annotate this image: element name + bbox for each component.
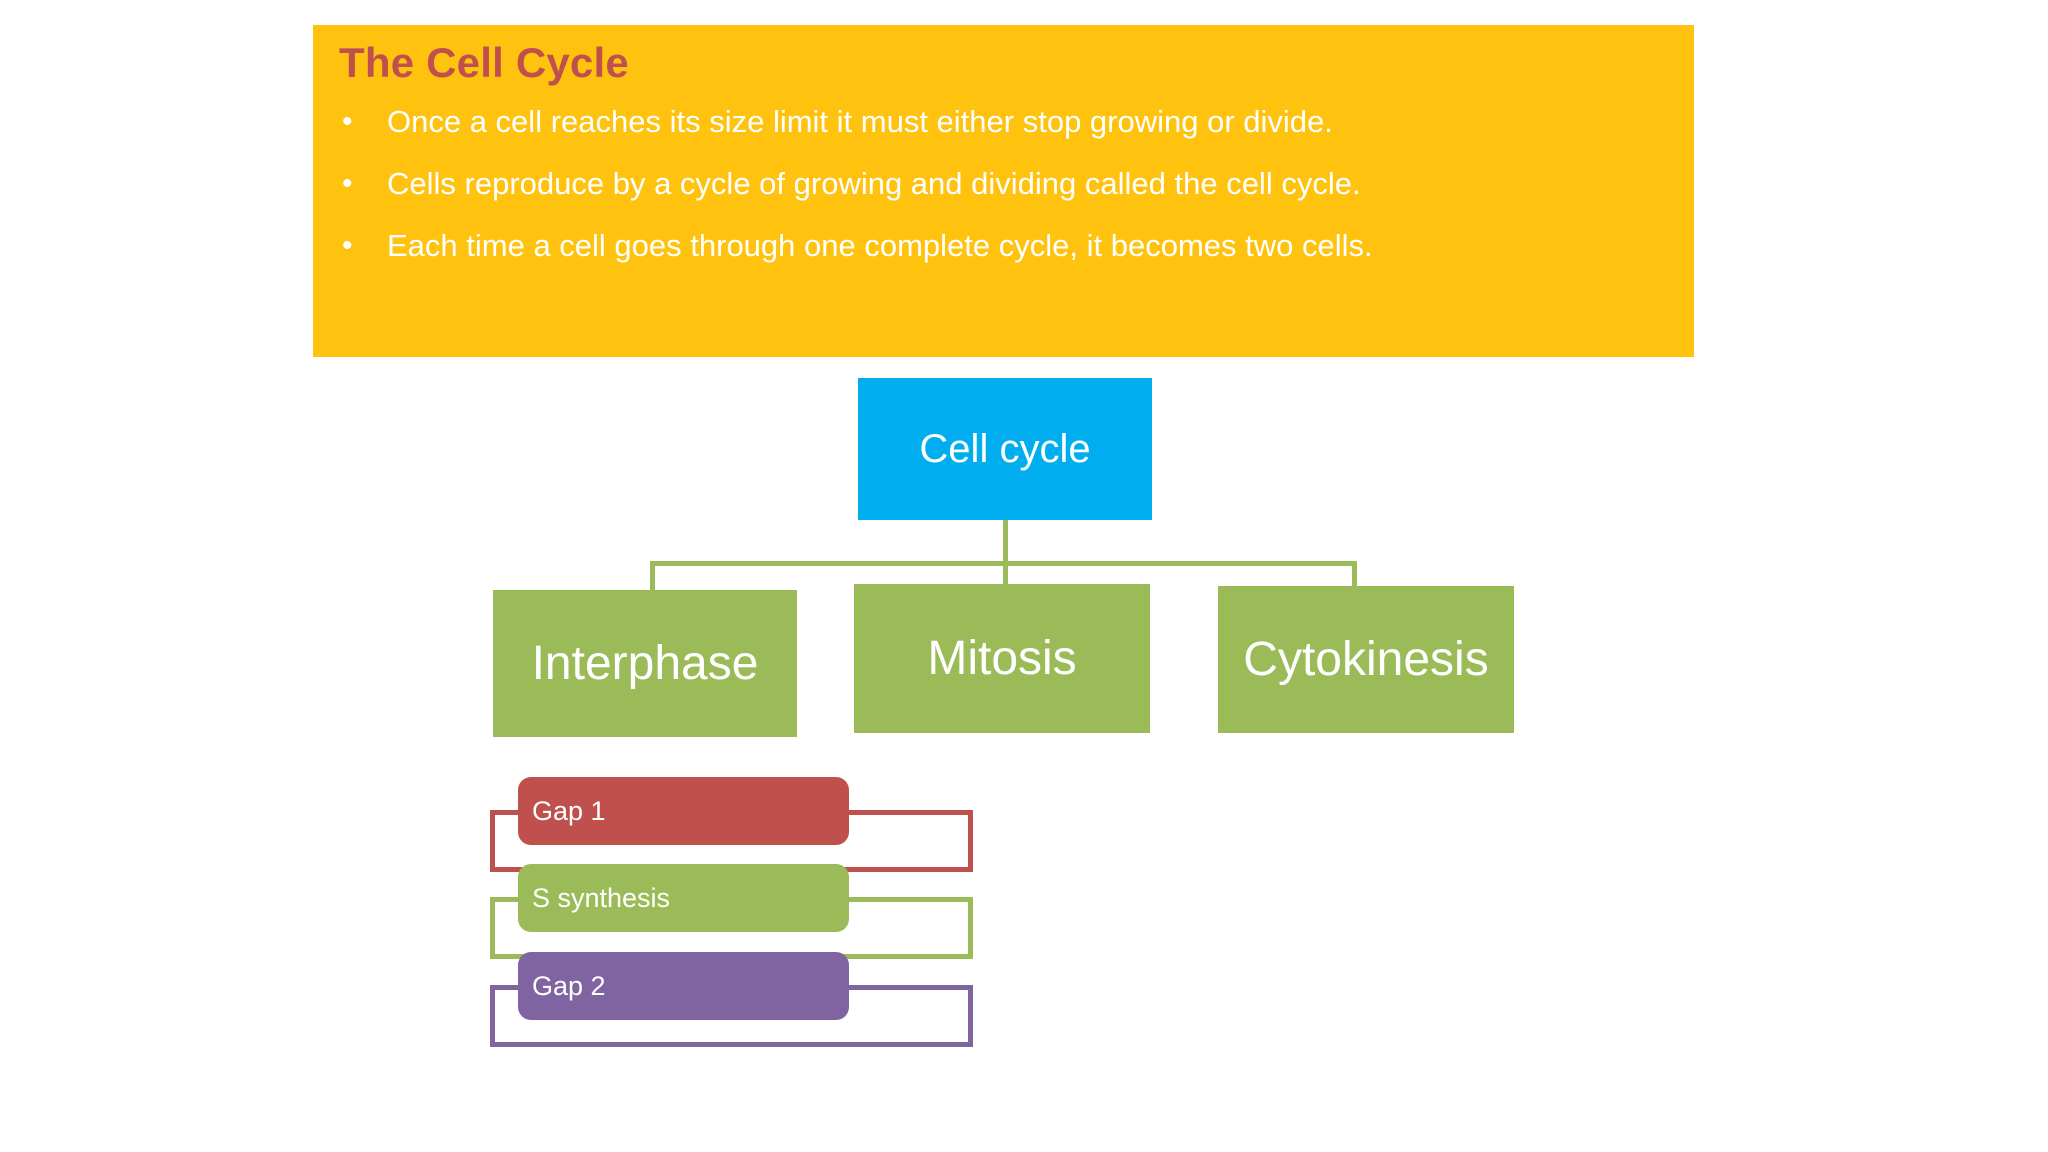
bullet-text: Once a cell reaches its size limit it mu… [387, 103, 1333, 139]
node-interphase[interactable]: Interphase [493, 590, 797, 737]
bullet-marker-icon: • [342, 228, 353, 262]
bullet-marker-icon: • [342, 104, 353, 138]
node-cell-cycle-label: Cell cycle [919, 426, 1091, 471]
subphase-gap-1[interactable]: Gap 1 [518, 777, 849, 845]
connector-stem-vertical [1003, 520, 1008, 584]
subphase-gap-2[interactable]: Gap 2 [518, 952, 849, 1020]
node-cytokinesis-label: Cytokinesis [1243, 633, 1489, 686]
page-title: The Cell Cycle [339, 39, 629, 86]
node-interphase-label: Interphase [531, 637, 759, 690]
node-mitosis[interactable]: Mitosis [854, 584, 1150, 733]
subphase-s-synthesis-label: S synthesis [532, 882, 671, 913]
bullet-text: Each time a cell goes through one comple… [387, 227, 1373, 263]
subphase-s-synthesis[interactable]: S synthesis [518, 864, 849, 932]
title-banner: The Cell Cycle • Once a cell reaches its… [313, 25, 1694, 357]
node-cell-cycle[interactable]: Cell cycle [858, 378, 1152, 520]
connector-horizontal-bar [650, 561, 1357, 566]
subphase-gap-1-label: Gap 1 [532, 795, 606, 826]
subphase-gap-2-label: Gap 2 [532, 970, 606, 1001]
bullet-item: • Each time a cell goes through one comp… [339, 224, 1668, 268]
connector-drop-interphase [650, 561, 655, 590]
connector-drop-cytokinesis [1352, 561, 1357, 586]
bullet-item: • Cells reproduce by a cycle of growing … [339, 162, 1668, 206]
bullet-text: Cells reproduce by a cycle of growing an… [387, 165, 1361, 201]
node-cytokinesis[interactable]: Cytokinesis [1218, 586, 1514, 733]
node-mitosis-label: Mitosis [927, 632, 1077, 685]
bullet-item: • Once a cell reaches its size limit it … [339, 100, 1668, 144]
bullet-marker-icon: • [342, 166, 353, 200]
